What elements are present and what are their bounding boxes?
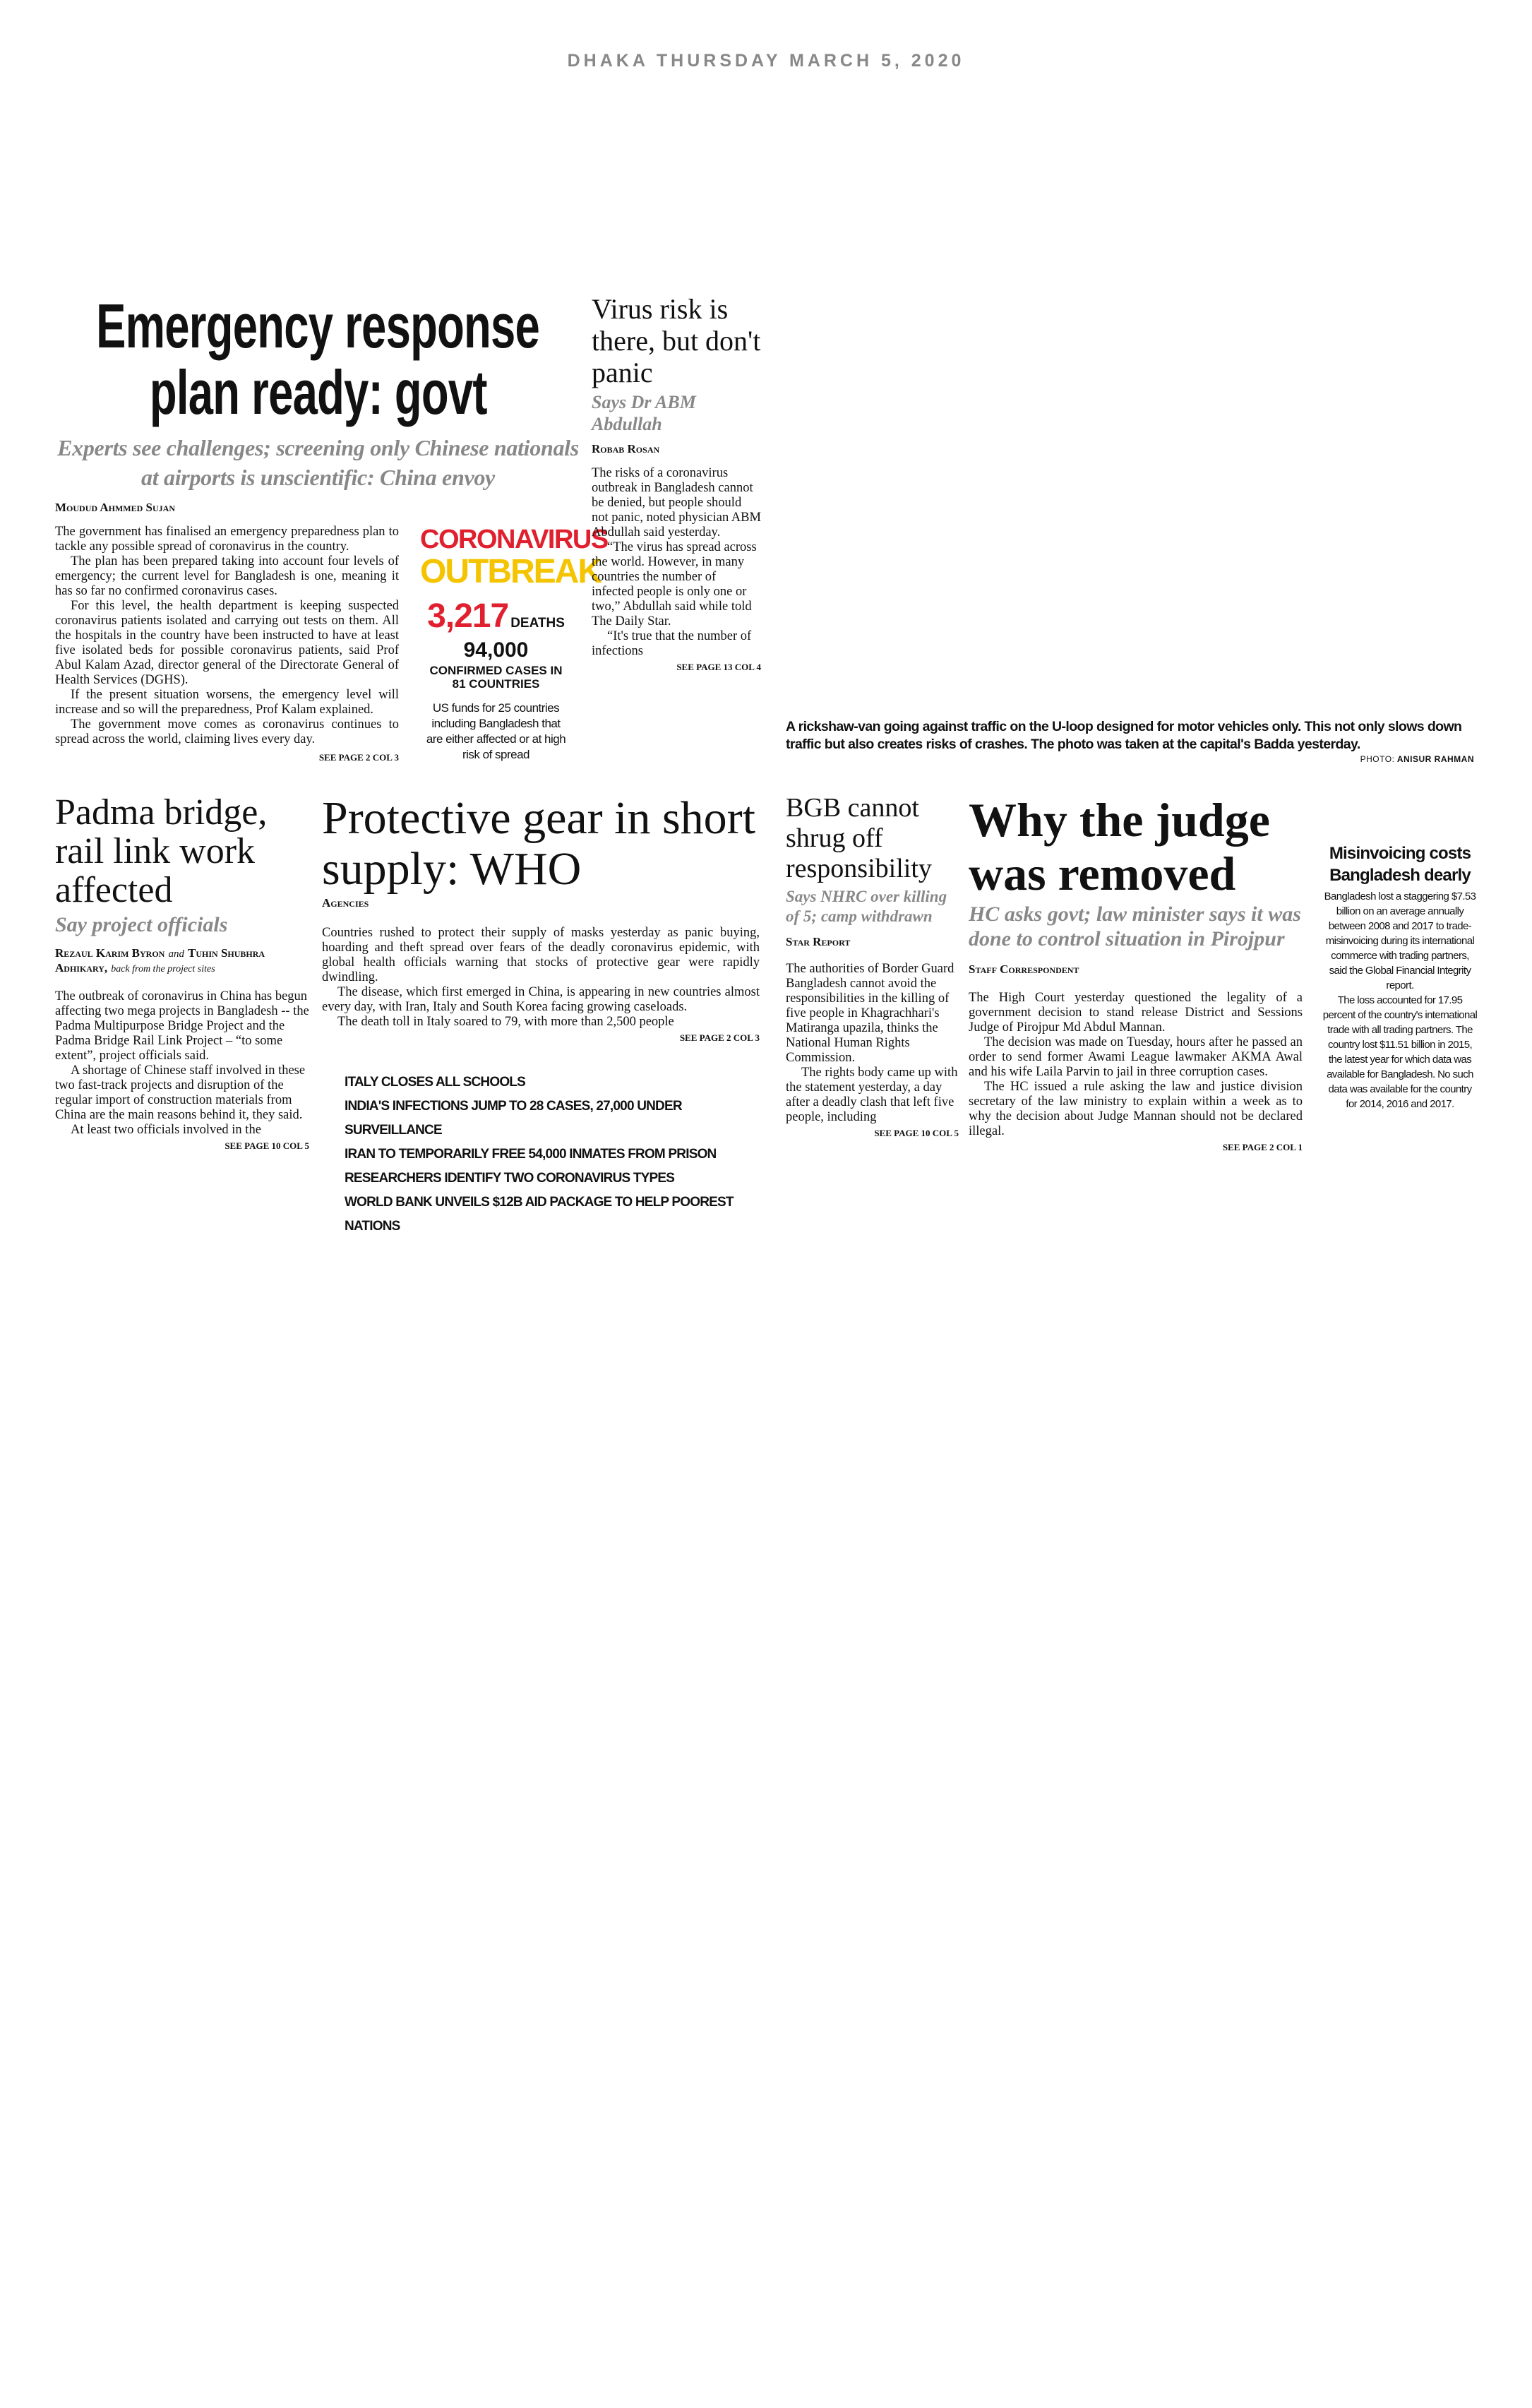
see-page-link[interactable]: SEE PAGE 2 COL 1: [1222, 1142, 1303, 1152]
paragraph: “It's true that the number of infections: [592, 629, 752, 658]
paragraph: The plan has been prepared taking into a…: [55, 554, 399, 598]
bgb-headline[interactable]: BGB cannot shrug off responsibility: [786, 793, 932, 883]
front-page: Emergency response plan ready: govt Expe…: [55, 293, 1478, 1239]
paragraph: The authorities of Border Guard Banglade…: [786, 962, 954, 1065]
misinvoicing-headline[interactable]: Misinvoicing costs Bangladesh dearly: [1329, 844, 1471, 885]
padma-subhead: Say project officials: [55, 913, 228, 936]
cases-count: 94,000: [463, 638, 529, 662]
paragraph: The loss accounted for 17.95 percent of …: [1322, 994, 1478, 1110]
lead-headline[interactable]: Emergency response plan ready: govt: [55, 293, 581, 426]
lead-headline-line: plan ready: govt: [149, 357, 488, 427]
protective-byline: Agencies: [322, 896, 369, 910]
protective-story: Protective gear in short supply: WHO Age…: [322, 793, 760, 1239]
paragraph: The High Court yesterday questioned the …: [969, 991, 1303, 1035]
judge-story: Why the judge was removed HC asks govt; …: [969, 793, 1303, 1153]
virus-risk-byline: Robab Rosan: [592, 442, 660, 455]
padma-byline: Rezaul Karim Byron: [55, 946, 165, 960]
outbreak-title-2: OUTBREAK: [420, 553, 602, 590]
brief-item[interactable]: RESEARCHERS IDENTIFY TWO CORONAVIRUS TYP…: [345, 1171, 675, 1186]
paragraph: The outbreak of coronavirus in China has…: [55, 989, 309, 1063]
news-briefs: ITALY CLOSES ALL SCHOOLS INDIA'S INFECTI…: [345, 1071, 760, 1239]
paragraph: The decision was made on Tuesday, hours …: [969, 1035, 1303, 1079]
bgb-byline: Star Report: [786, 935, 851, 948]
paragraph: The rights body came up with the stateme…: [786, 1066, 958, 1124]
paragraph: If the present situation worsens, the em…: [55, 688, 399, 717]
bgb-story: BGB cannot shrug off responsibility Says…: [786, 793, 959, 1139]
see-page-link[interactable]: SEE PAGE 2 COL 3: [318, 752, 399, 763]
protective-body: Countries rushed to protect their supply…: [322, 926, 760, 1030]
dateline: DHAKA THURSDAY MARCH 5, 2020: [567, 51, 965, 71]
judge-body: The High Court yesterday questioned the …: [969, 991, 1303, 1139]
virus-risk-headline[interactable]: Virus risk is there, but don't panic: [592, 293, 761, 388]
misinvoicing-body: Bangladesh lost a staggering $7.53 billi…: [1322, 889, 1478, 1111]
see-page-link[interactable]: SEE PAGE 2 COL 3: [679, 1032, 760, 1043]
protective-headline[interactable]: Protective gear in short supply: WHO: [322, 792, 755, 895]
see-page-link[interactable]: SEE PAGE 10 COL 5: [874, 1128, 959, 1138]
caption-text: A rickshaw-van going against traffic on …: [786, 719, 1462, 752]
byline-and: and: [168, 948, 184, 960]
paragraph: At least two officials involved in the: [71, 1123, 261, 1137]
lead-story: Emergency response plan ready: govt Expe…: [55, 293, 609, 765]
paragraph: The HC issued a rule asking the law and …: [969, 1080, 1303, 1138]
misinvoicing-story: Misinvoicing costs Bangladesh dearly Ban…: [1322, 842, 1478, 1111]
lead-body: The government has finalised an emergenc…: [55, 525, 399, 765]
photo-credit-label: PHOTO:: [1360, 754, 1395, 764]
lead-byline: Moudud Ahmmed Sujan: [55, 501, 175, 514]
paragraph: The disease, which first emerged in Chin…: [322, 985, 760, 1014]
photo-caption: A rickshaw-van going against traffic on …: [786, 718, 1474, 765]
see-page-link[interactable]: SEE PAGE 10 COL 5: [225, 1140, 309, 1151]
brief-item[interactable]: IRAN TO TEMPORARILY FREE 54,000 INMATES …: [345, 1147, 717, 1162]
photo-credit-name: ANISUR RAHMAN: [1396, 754, 1474, 764]
paragraph: “The virus has spread across the world. …: [592, 540, 757, 628]
see-page-link[interactable]: SEE PAGE 13 COL 4: [676, 662, 761, 672]
cases-label: CONFIRMED CASES IN 81 COUNTRIES: [429, 664, 563, 691]
byline-note: back from the project sites: [111, 964, 215, 974]
padma-byline-2: Tuhin Shubhra Adhikary,: [55, 946, 265, 974]
paragraph: For this level, the health department is…: [55, 599, 399, 687]
paragraph: The risks of a coronavirus outbreak in B…: [592, 466, 761, 540]
paragraph: The government move comes as coronavirus…: [55, 717, 399, 746]
brief-item[interactable]: WORLD BANK UNVEILS $12B AID PACKAGE TO H…: [345, 1195, 734, 1234]
top-row: Emergency response plan ready: govt Expe…: [55, 293, 1478, 765]
lead-subhead: Experts see challenges; screening only C…: [57, 435, 579, 490]
paragraph: The death toll in Italy soared to 79, wi…: [337, 1015, 674, 1029]
brief-item[interactable]: INDIA'S INFECTIONS JUMP TO 28 CASES, 27,…: [345, 1099, 683, 1138]
virus-risk-subhead: Says Dr ABM Abdullah: [592, 392, 696, 434]
paragraph: Bangladesh lost a staggering $7.53 billi…: [1324, 890, 1476, 991]
padma-story: Padma bridge, rail link work affected Sa…: [55, 793, 309, 1152]
paragraph: The government has finalised an emergenc…: [55, 525, 399, 554]
judge-subhead: HC asks govt; law minister says it was d…: [969, 902, 1301, 950]
paragraph: A shortage of Chinese staff involved in …: [55, 1063, 306, 1122]
judge-byline: Staff Correspondent: [969, 962, 1079, 976]
virus-risk-body: The risks of a coronavirus outbreak in B…: [592, 466, 761, 659]
virus-risk-story: Virus risk is there, but don't panic Say…: [592, 293, 761, 673]
outbreak-note: US funds for 25 countries including Bang…: [426, 701, 566, 761]
padma-headline[interactable]: Padma bridge, rail link work affected: [55, 792, 268, 910]
bottom-row: Padma bridge, rail link work affected Sa…: [55, 793, 1478, 1239]
bgb-subhead: Says NHRC over killing of 5; camp withdr…: [786, 888, 947, 925]
paragraph: Countries rushed to protect their supply…: [322, 926, 760, 984]
lead-headline-line: Emergency response: [96, 291, 541, 361]
bgb-body: The authorities of Border Guard Banglade…: [786, 962, 959, 1125]
deaths-count: 3,217: [427, 597, 509, 635]
judge-headline[interactable]: Why the judge was removed: [969, 793, 1270, 900]
brief-item[interactable]: ITALY CLOSES ALL SCHOOLS: [345, 1075, 526, 1090]
deaths-label: DEATHS: [510, 616, 565, 631]
padma-body: The outbreak of coronavirus in China has…: [55, 989, 309, 1138]
outbreak-title-1: CORONAVIRUS: [420, 525, 609, 554]
lead-columns: The government has finalised an emergenc…: [55, 525, 609, 765]
